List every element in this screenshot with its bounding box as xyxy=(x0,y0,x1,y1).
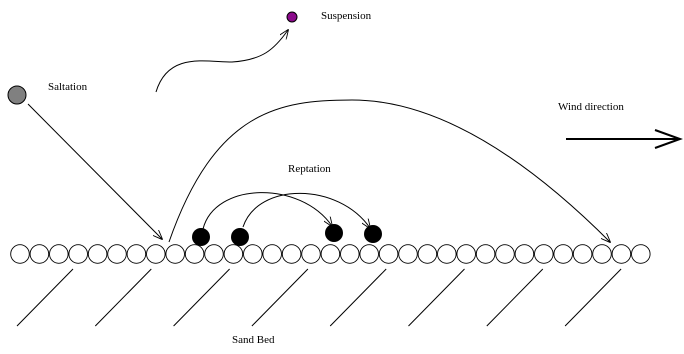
sand-grain xyxy=(611,244,632,264)
sand-bed-hatch-line xyxy=(94,268,152,327)
sand-grain xyxy=(10,244,30,264)
sand-grain xyxy=(223,244,244,264)
sand-grain xyxy=(68,244,88,264)
suspension-label: Suspension xyxy=(321,10,372,22)
sand-grain xyxy=(29,244,50,264)
sand-grain xyxy=(631,244,651,264)
saltation-label: Saltation xyxy=(48,81,88,93)
saltation-hop-trajectory xyxy=(168,99,610,242)
sand-grain xyxy=(495,244,515,264)
sand-grain xyxy=(456,244,476,264)
sand-bed-hatch-line xyxy=(16,268,74,327)
reptation-trajectory-1 xyxy=(202,192,332,230)
reptation-particles xyxy=(192,224,382,246)
sand-bed-hatch-line xyxy=(564,268,622,327)
sand-bed-hatch-line xyxy=(251,268,309,327)
sand-grain xyxy=(165,244,185,264)
sand-grain xyxy=(281,244,302,264)
sand-bed-grains xyxy=(10,244,651,264)
sand-grain xyxy=(320,244,341,264)
sand-grain xyxy=(243,244,263,264)
sand-grain xyxy=(437,244,457,264)
sand-bed-hatch-line xyxy=(486,268,544,327)
suspension-particle xyxy=(286,11,298,23)
sand-grain xyxy=(87,244,108,264)
sand-bed-hatching xyxy=(16,268,622,327)
sand-bed-hatch-line xyxy=(329,268,387,327)
sand-bed-hatch-line xyxy=(173,268,230,327)
sand-grain xyxy=(514,244,535,264)
sand-grain xyxy=(534,244,554,264)
reptation-label: Reptation xyxy=(288,163,331,175)
sand-grain xyxy=(126,244,147,264)
saltation-particle xyxy=(7,85,27,105)
reptation-particle xyxy=(325,224,343,242)
suspension-trajectory xyxy=(155,30,288,93)
sand-grain xyxy=(49,244,69,264)
reptation-particle xyxy=(364,225,382,243)
sand-grain xyxy=(475,244,496,264)
sand-grain xyxy=(262,244,282,264)
sand-grain xyxy=(184,244,205,264)
sand-grain xyxy=(572,244,593,264)
sand-grain xyxy=(204,244,224,264)
reptation-particle xyxy=(192,228,210,246)
sand-grain xyxy=(146,244,166,264)
sand-grain xyxy=(417,244,438,264)
sand-grain xyxy=(592,244,612,264)
wind-direction-label: Wind direction xyxy=(558,101,624,113)
wind-direction-arrow-head xyxy=(654,129,683,149)
reptation-trajectory-2 xyxy=(242,192,370,228)
reptation-particle xyxy=(231,228,249,246)
saltation-incoming-trajectory xyxy=(27,103,162,239)
sand-grain xyxy=(553,244,573,264)
sand-grain xyxy=(378,244,399,264)
sand-grain xyxy=(340,244,360,264)
sand-grain xyxy=(359,244,379,264)
sand-bed-hatch-line xyxy=(408,268,465,327)
sand-bed-label: Sand Bed xyxy=(232,334,275,346)
sand-grain xyxy=(107,244,127,264)
sand-grain xyxy=(398,244,418,264)
sand-grain xyxy=(301,244,321,264)
